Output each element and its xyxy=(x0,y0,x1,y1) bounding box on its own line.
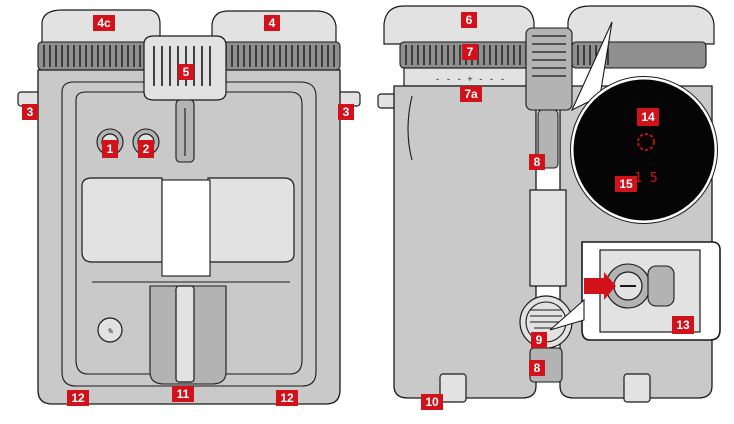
diopter-scale-marks: - - - + - - - xyxy=(435,75,505,85)
side-foot-right xyxy=(623,373,651,403)
svg-text:3: 3 xyxy=(27,105,34,119)
side-eyecup-right xyxy=(567,5,715,45)
svg-text:2: 2 xyxy=(143,142,150,156)
ring-ribbing xyxy=(43,45,335,67)
callout-4: 4 xyxy=(264,15,280,31)
callout-15: 15 xyxy=(615,176,637,192)
svg-text:15: 15 xyxy=(619,177,633,191)
svg-text:10: 10 xyxy=(425,395,439,409)
bridge-gap xyxy=(161,179,211,277)
svg-text:12: 12 xyxy=(280,391,294,405)
housing-inner-contour-2 xyxy=(75,91,303,375)
side-barrel-left xyxy=(393,85,537,399)
callout-3-right: 3 xyxy=(338,104,354,120)
side-focus-ring-right xyxy=(571,41,707,69)
svg-text:7a: 7a xyxy=(464,87,478,101)
right-strap-lug xyxy=(337,91,361,107)
callout-13: 13 xyxy=(672,316,694,334)
right-thumb-rest xyxy=(207,177,295,263)
callout-7: 7 xyxy=(462,44,478,60)
tripod-slot xyxy=(175,285,195,383)
side-eyecup-left xyxy=(383,5,535,45)
callout-9: 9 xyxy=(531,332,547,348)
brand-logo xyxy=(97,317,123,343)
svg-text:14: 14 xyxy=(641,110,655,124)
left-strap-lug xyxy=(17,91,41,107)
svg-text:7: 7 xyxy=(467,45,474,59)
callout-7a: 7a xyxy=(460,86,482,102)
svg-text:4: 4 xyxy=(269,16,276,30)
svg-text:11: 11 xyxy=(177,387,190,401)
distance-readout: 1 5 xyxy=(634,171,657,186)
display-bubble-pointer xyxy=(570,21,613,112)
brand-logo-mark: ✎ xyxy=(107,327,114,336)
callout-4c: 4c xyxy=(93,15,115,31)
callout-12-right: 12 xyxy=(276,390,298,406)
svg-text:8: 8 xyxy=(534,361,541,375)
side-focus-wheel xyxy=(525,27,573,111)
svg-text:1: 1 xyxy=(107,142,114,156)
insert-arrow xyxy=(584,272,616,300)
callout-10: 10 xyxy=(421,394,443,410)
svg-text:13: 13 xyxy=(676,318,690,332)
reticle-circle xyxy=(637,133,655,151)
svg-text:8: 8 xyxy=(534,155,541,169)
callout-3-left: 3 xyxy=(22,104,38,120)
callout-5: 5 xyxy=(178,64,194,80)
svg-text:6: 6 xyxy=(466,13,473,27)
callout-1: 1 xyxy=(102,140,118,158)
svg-text:5: 5 xyxy=(183,65,190,79)
svg-text:4c: 4c xyxy=(97,16,111,30)
left-thumb-rest xyxy=(81,177,163,263)
display-view xyxy=(570,76,718,224)
callout-2: 2 xyxy=(138,140,154,158)
side-foot-left xyxy=(439,373,467,403)
svg-text:9: 9 xyxy=(536,333,543,347)
svg-text:12: 12 xyxy=(71,391,85,405)
housing-inner-contour xyxy=(61,81,317,387)
side-bridge xyxy=(529,189,567,287)
binocular-side-view: - - - + - - - 1 5 xyxy=(377,5,721,403)
callout-12-left: 12 xyxy=(67,390,89,406)
callout-8-lower: 8 xyxy=(529,360,545,376)
side-hinge xyxy=(537,109,559,169)
callout-6: 6 xyxy=(461,12,477,28)
callout-14: 14 xyxy=(637,108,659,126)
callout-11: 11 xyxy=(172,386,194,402)
svg-text:3: 3 xyxy=(343,105,350,119)
callout-8-upper: 8 xyxy=(529,154,545,170)
